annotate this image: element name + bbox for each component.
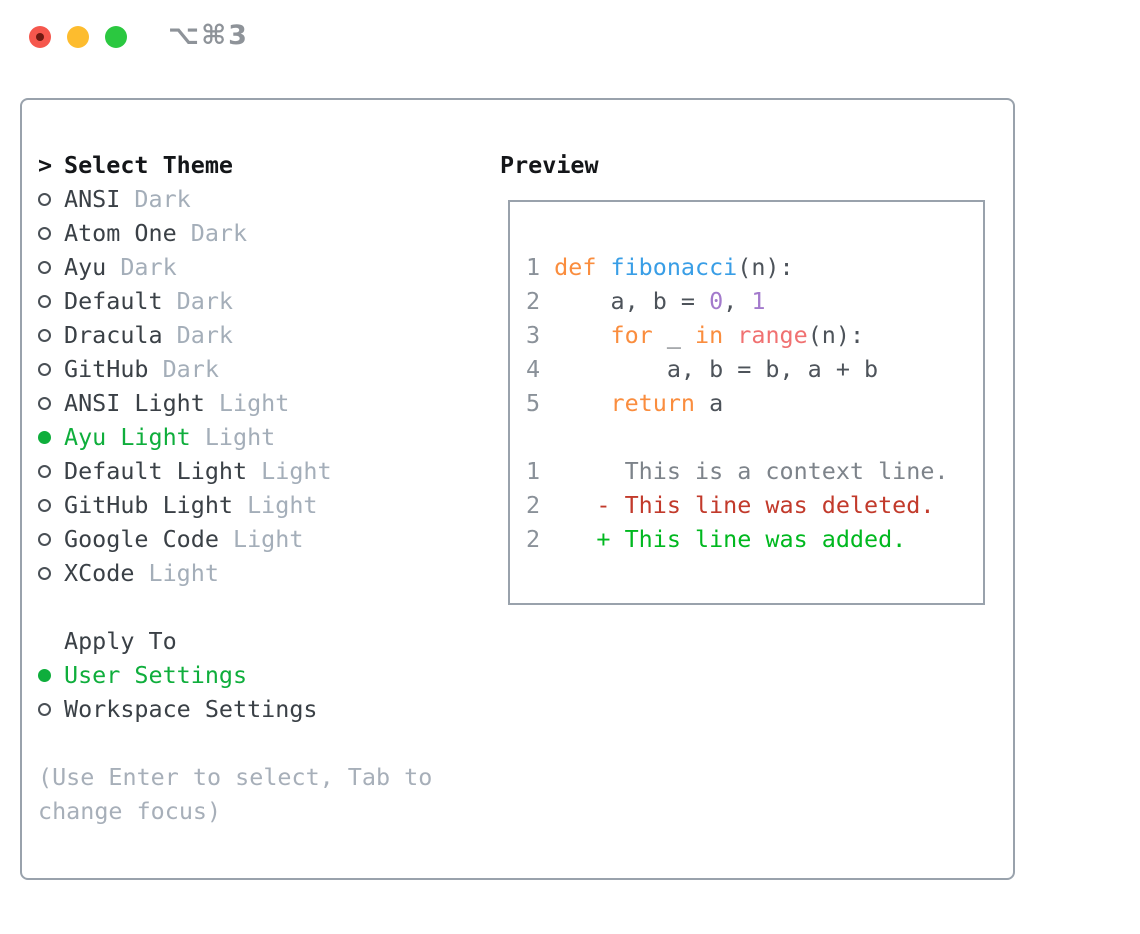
window-controls	[29, 26, 127, 48]
theme-option-variant: Light	[218, 389, 290, 417]
theme-option-variant: Light	[204, 423, 276, 451]
code-line: 1 def fibonacci(n):	[526, 253, 794, 281]
theme-option-variant: Light	[247, 491, 318, 519]
radio-icon	[38, 260, 51, 274]
theme-list: ANSI Dark Atom One Dark Ayu Dark Default…	[38, 182, 478, 590]
theme-option-name: GitHub	[64, 355, 163, 383]
radio-icon	[38, 226, 51, 240]
theme-option[interactable]: Default Dark	[38, 284, 478, 318]
window-title: ⌥⌘3	[168, 20, 249, 51]
apply-to-list: User Settings Workspace Settings	[38, 658, 478, 726]
preview-column: Preview 1 def fibonacci(n): 2 a, b = 0, 1…	[500, 148, 985, 605]
apply-to-option[interactable]: Workspace Settings	[38, 692, 478, 726]
theme-option-variant: Light	[148, 559, 219, 587]
code-line: 5 return a	[526, 389, 724, 417]
theme-option-variant: Dark	[134, 185, 191, 213]
theme-option-name: Google Code	[64, 525, 233, 553]
radio-icon	[38, 532, 51, 546]
close-button[interactable]	[29, 26, 51, 48]
theme-option-name: Default Light	[64, 457, 262, 485]
prompt-caret: >	[38, 151, 53, 179]
unsaved-dot-icon	[36, 33, 44, 41]
theme-option-variant: Dark	[120, 253, 177, 281]
theme-option-variant: Dark	[190, 219, 248, 247]
blank-line	[526, 420, 983, 454]
code-line: 3 for _ in range(n):	[526, 321, 865, 349]
theme-option[interactable]: XCode Light	[38, 556, 478, 590]
theme-option[interactable]: Google Code Light	[38, 522, 478, 556]
theme-option[interactable]: ANSI Light Light	[38, 386, 478, 420]
theme-option[interactable]: ANSI Dark	[38, 182, 478, 216]
theme-option-name: Default	[64, 287, 177, 315]
theme-option-name: Ayu	[64, 253, 121, 281]
theme-option-name: GitHub Light	[64, 491, 248, 519]
theme-option-name: XCode	[64, 559, 149, 587]
theme-option[interactable]: Ayu Light Light	[38, 420, 478, 454]
apply-to-option-label: User Settings	[64, 661, 248, 689]
theme-option[interactable]: Atom One Dark	[38, 216, 478, 250]
diff-preview: 1 This is a context line. 2 - This line w…	[526, 454, 983, 556]
preview-title: Preview	[500, 151, 599, 179]
diff-line-context: 1 This is a context line.	[526, 457, 949, 485]
diff-line-added: 2 + This line was added.	[526, 525, 907, 553]
radio-icon	[38, 362, 51, 376]
select-theme-title: Select Theme	[64, 151, 233, 179]
select-theme-header-row: > Select Theme	[38, 148, 478, 182]
theme-option-name: Dracula	[64, 321, 177, 349]
theme-option-name: Atom One	[64, 219, 191, 247]
preview-box: 1 def fibonacci(n): 2 a, b = 0, 1 3 for _ …	[508, 200, 985, 605]
apply-to-header-row: Apply To	[38, 624, 478, 658]
radio-icon	[38, 396, 51, 410]
theme-option[interactable]: Ayu Dark	[38, 250, 478, 284]
theme-option-name: ANSI Light	[64, 389, 219, 417]
radio-icon	[38, 294, 51, 308]
theme-selector-column: > Select Theme ANSI Dark Atom One Dark A…	[38, 148, 478, 828]
radio-icon	[38, 702, 51, 716]
theme-option-variant: Dark	[176, 321, 234, 349]
minimize-button[interactable]	[67, 26, 89, 48]
apply-to-option[interactable]: User Settings	[38, 658, 478, 692]
radio-icon	[38, 464, 51, 478]
code-preview: 1 def fibonacci(n): 2 a, b = 0, 1 3 for _ …	[526, 250, 983, 420]
apply-to-option-label: Workspace Settings	[64, 695, 318, 723]
theme-option[interactable]: Default Light Light	[38, 454, 478, 488]
radio-icon	[38, 668, 51, 682]
hint-text: (Use Enter to select, Tab to change focu…	[38, 763, 433, 825]
radio-icon	[38, 192, 51, 206]
radio-icon	[38, 328, 51, 342]
radio-icon	[38, 498, 51, 512]
code-line: 2 a, b = 0, 1	[526, 287, 766, 315]
theme-option-variant: Dark	[162, 355, 219, 383]
theme-option[interactable]: Dracula Dark	[38, 318, 478, 352]
theme-option-variant: Light	[261, 457, 332, 485]
theme-option-variant: Dark	[176, 287, 234, 315]
theme-option-variant: Light	[233, 525, 304, 553]
theme-option[interactable]: GitHub Dark	[38, 352, 478, 386]
theme-picker-panel: > Select Theme ANSI Dark Atom One Dark A…	[20, 98, 1015, 880]
code-line: 4 a, b = b, a + b	[526, 355, 879, 383]
theme-option-name: ANSI	[64, 185, 135, 213]
zoom-button[interactable]	[105, 26, 127, 48]
radio-icon	[38, 430, 51, 444]
apply-to-title: Apply To	[64, 627, 177, 655]
theme-option-name: Ayu Light	[64, 423, 205, 451]
radio-icon	[38, 566, 51, 580]
theme-option[interactable]: GitHub Light Light	[38, 488, 478, 522]
diff-line-deleted: 2 - This line was deleted.	[526, 491, 935, 519]
